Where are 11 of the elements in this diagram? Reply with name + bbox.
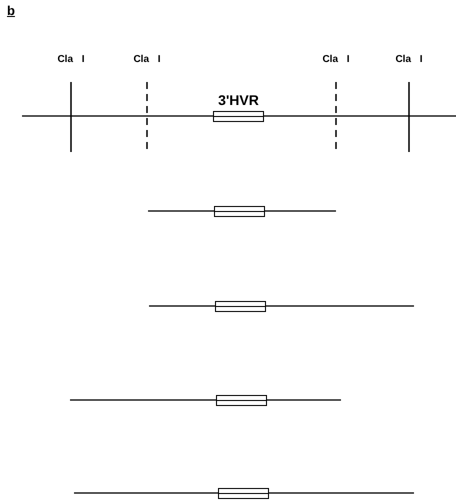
region-label: 3'HVR [218,92,259,106]
hypervariable-region-box [218,488,269,498]
hypervariable-region-box [216,394,267,406]
restriction-site-label: Cla I [133,55,161,65]
hypervariable-region-box [215,300,266,312]
restriction-site-label: Cla I [57,55,85,65]
panel-letter: b [7,4,15,17]
hypervariable-region-box [214,206,265,216]
hypervariable-region-box [213,110,264,122]
restriction-site-label: Cla I [322,55,350,65]
restriction-site-label: Cla I [395,55,423,65]
